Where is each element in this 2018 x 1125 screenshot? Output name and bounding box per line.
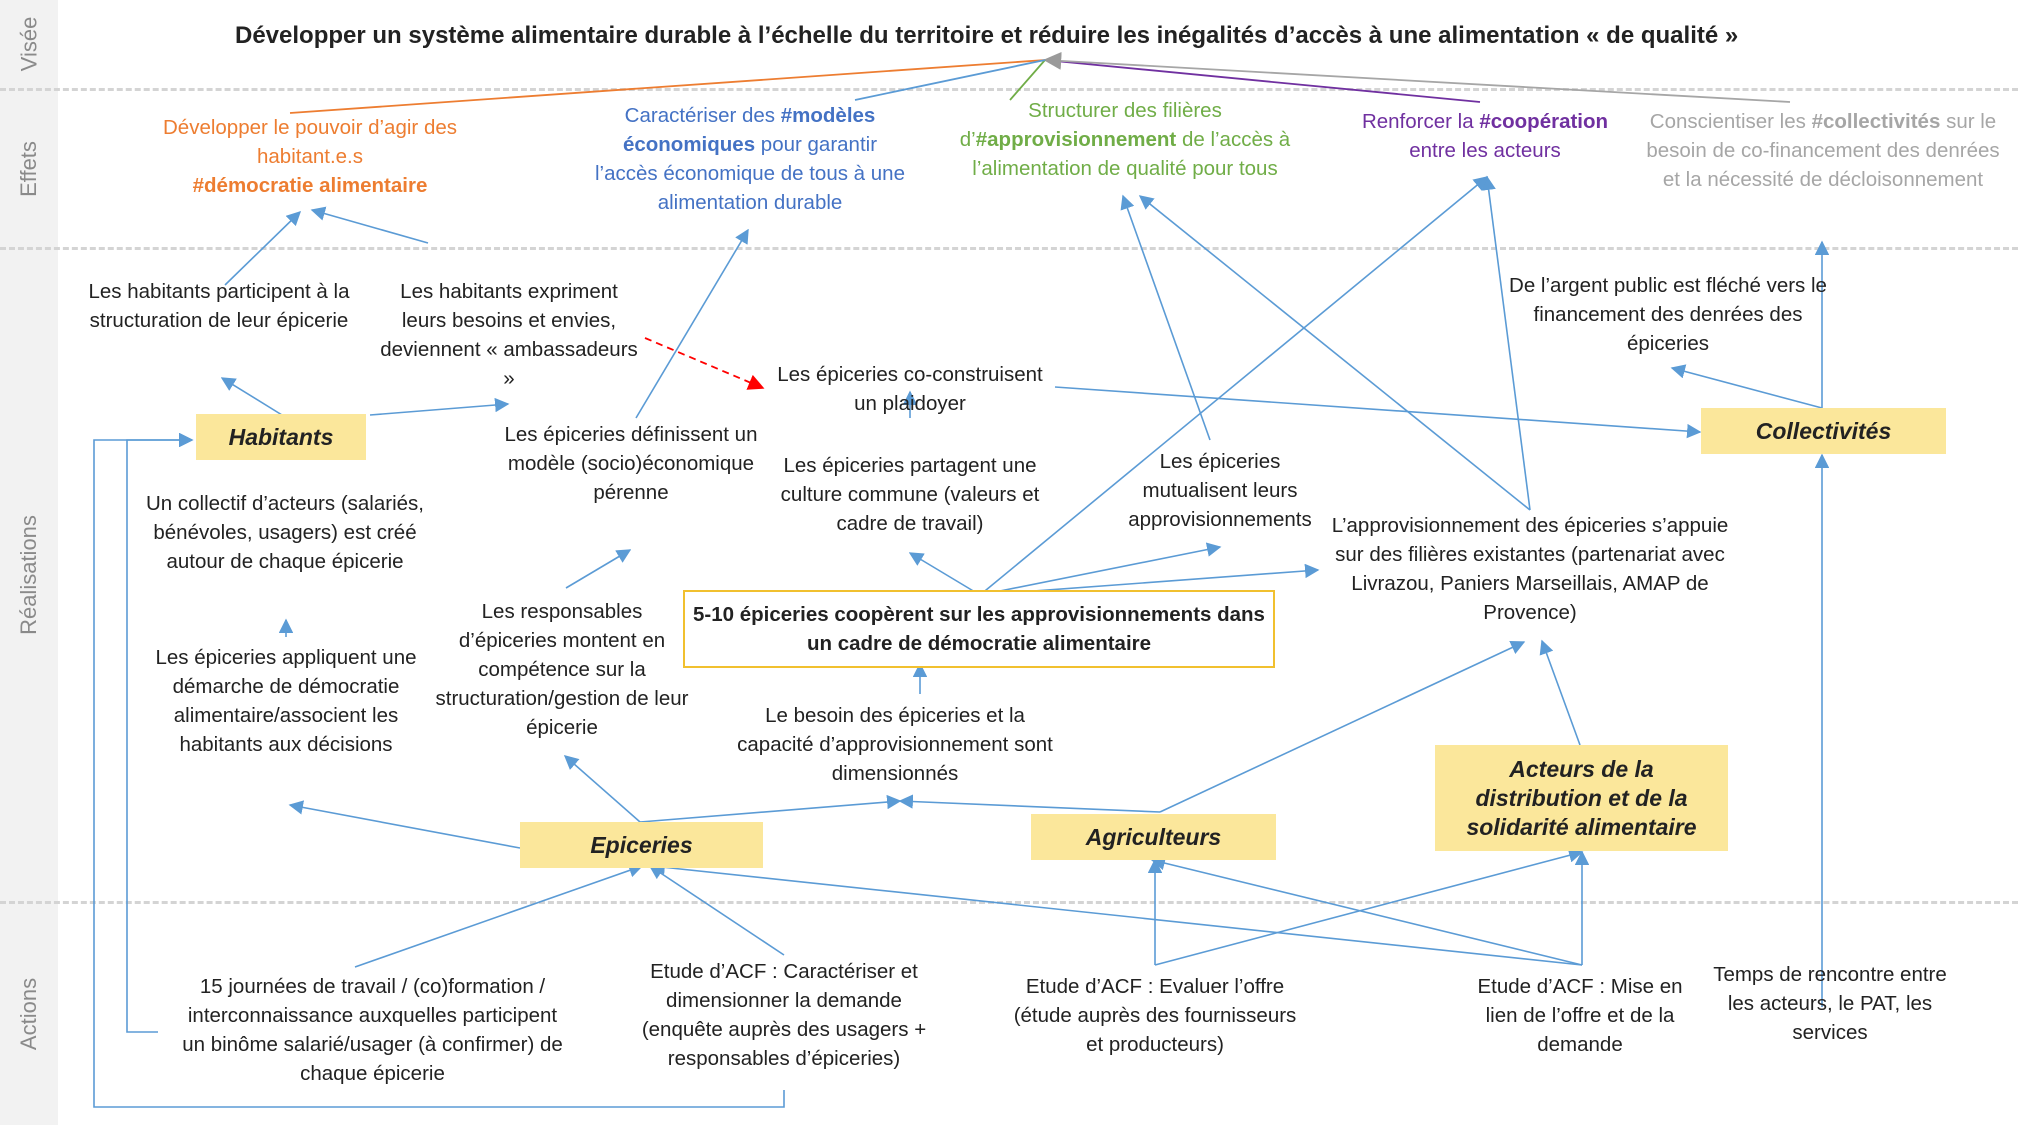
link-central-to-e4 [979, 176, 1489, 596]
link-effect-approvisionnement-to-vision [1009, 59, 1046, 101]
link-central-to-r6 [979, 542, 1222, 596]
result-habitants-ambassadeurs: Les habitants expriment leurs besoins et… [380, 280, 638, 390]
effect-hashtag: #modèles économiques [622, 104, 876, 156]
link-a4-to-epiceries [650, 860, 1583, 966]
effect-text: entre les acteurs [1409, 139, 1561, 162]
link-effect-cooperation-to-vision [1044, 59, 1481, 103]
link-agriculteurs-to-r7 [1159, 640, 1526, 813]
result-montee-competence: Les responsables d’épiceries montent en … [435, 600, 689, 739]
link-r11-to-r4 [565, 549, 632, 589]
actor-epiceries: Epiceries [520, 822, 763, 868]
effect-text: Conscientiser les [1649, 110, 1806, 133]
result-modele-economique: Les épiceries définissent un modèle (soc… [504, 423, 758, 504]
result-argent-public: De l’argent public est fléché vers le fi… [1509, 274, 1827, 355]
central-cooperation-box: 5-10 épiceries coopèrent sur les approvi… [683, 590, 1275, 668]
link-epiceries-to-r11 [563, 755, 641, 823]
link-effect-collectivites-to-vision [1043, 51, 1791, 103]
link-a3-to-acteurs [1154, 848, 1584, 966]
link-r7-to-e3 [1138, 195, 1531, 511]
effect-text: Renforcer la [1361, 110, 1474, 133]
link-habitants-to-r2 [369, 397, 510, 416]
actor-distribution-solidarite: Acteurs de la distribution et de la soli… [1435, 745, 1728, 851]
effect-approvisionnement: Structurer des filières d’#approvisionne… [935, 96, 1315, 183]
effect-democratie-alimentaire: Développer le pouvoir d’agir des habitan… [150, 113, 470, 200]
actor-habitants: Habitants [196, 414, 366, 460]
effect-cooperation: Renforcer la #coopération entre les acte… [1340, 107, 1630, 165]
action-mise-en-lien: Etude d’ACF : Mise en lien de l’offre et… [1477, 975, 1683, 1056]
effect-text: Structurer des filières d’ [959, 99, 1222, 151]
link-effect-modeles-to-vision [854, 59, 1046, 101]
actor-agriculteurs: Agriculteurs [1031, 814, 1276, 860]
actor-collectivites: Collectivités [1701, 408, 1946, 454]
result-habitants-participent: Les habitants participent à la structura… [88, 280, 350, 332]
link-acteurs-to-r7 [1539, 639, 1581, 746]
lane-separator [0, 247, 2018, 250]
link-central-to-r5 [908, 552, 981, 596]
link-a1-to-epiceries [354, 863, 644, 968]
link-r7-to-e4 [1481, 175, 1531, 511]
action-etude-demande: Etude d’ACF : Caractériser et dimensionn… [641, 960, 927, 1070]
link-epiceries-to-r10 [288, 800, 521, 849]
link-r6-to-e3 [1120, 194, 1211, 441]
effect-hashtag: #approvisionnement [975, 128, 1177, 151]
effect-text: Caractériser des [624, 104, 776, 127]
link-agriculteurs-to-r12 [898, 794, 1161, 813]
lane-separator [0, 88, 2018, 91]
link-collectivites-to-r8 [1670, 364, 1823, 409]
link-epiceries-to-r12 [639, 794, 902, 823]
result-plaidoyer: Les épiceries co-construisent un plaidoy… [777, 363, 1043, 415]
action-etude-offre: Etude d’ACF : Evaluer l’offre (étude aup… [1013, 975, 1297, 1056]
result-culture-commune: Les épiceries partagent une culture comm… [780, 454, 1040, 535]
link-habitants-to-r1 [220, 377, 283, 416]
result-mutualisation: Les épiceries mutualisent leurs approvis… [1128, 450, 1312, 531]
link-ambassadeurs-to-plaidoyer [644, 337, 765, 390]
central-label: 5-10 épiceries coopèrent sur les approvi… [693, 603, 1265, 655]
action-temps-rencontre: Temps de rencontre entre les acteurs, le… [1713, 963, 1947, 1044]
effect-modeles-economiques: Caractériser des #modèles économiques po… [590, 101, 910, 217]
lane-label-column [0, 0, 58, 1125]
lane-separator [0, 901, 2018, 904]
effect-collectivites: Conscientiser les #collectivités sur le … [1638, 107, 2008, 194]
effect-text: sur le besoin de co-financement des denr… [1646, 110, 2000, 191]
link-r4-to-e2 [635, 228, 749, 419]
result-democratie-alimentaire: Les épiceries appliquent une démarche de… [155, 646, 417, 756]
effect-hashtag: #collectivités [1811, 110, 1941, 133]
effect-text: de l’accès à l’alimentation de qualité p… [972, 128, 1291, 180]
effect-hashtag: #démocratie alimentaire [192, 174, 428, 197]
link-r1-to-e1 [224, 210, 302, 286]
link-effect-democratie-to-vision [289, 59, 1046, 114]
link-plaidoyer-to-collectivites [1054, 386, 1702, 439]
effect-hashtag: #coopération [1479, 110, 1609, 133]
result-collectif-acteurs: Un collectif d’acteurs (salariés, bénévo… [146, 492, 424, 573]
effect-text: pour garantir l’accès économique de tous… [595, 133, 905, 214]
link-a2-to-habitants [93, 432, 785, 1108]
action-journees-formation: 15 journées de travail / (co)formation /… [182, 975, 563, 1085]
result-dimensionnement: Le besoin des épiceries et la capacité d… [737, 704, 1053, 785]
vision-title: Développer un système alimentaire durabl… [235, 22, 1739, 49]
link-r2-to-e1 [310, 206, 429, 244]
result-filieres-existantes: L’approvisionnement des épiceries s’appu… [1331, 514, 1729, 624]
link-a4-to-agriculteurs [1150, 856, 1583, 966]
link-a2-to-epiceries [648, 865, 785, 956]
effect-text: Développer le pouvoir d’agir des habitan… [162, 116, 457, 168]
